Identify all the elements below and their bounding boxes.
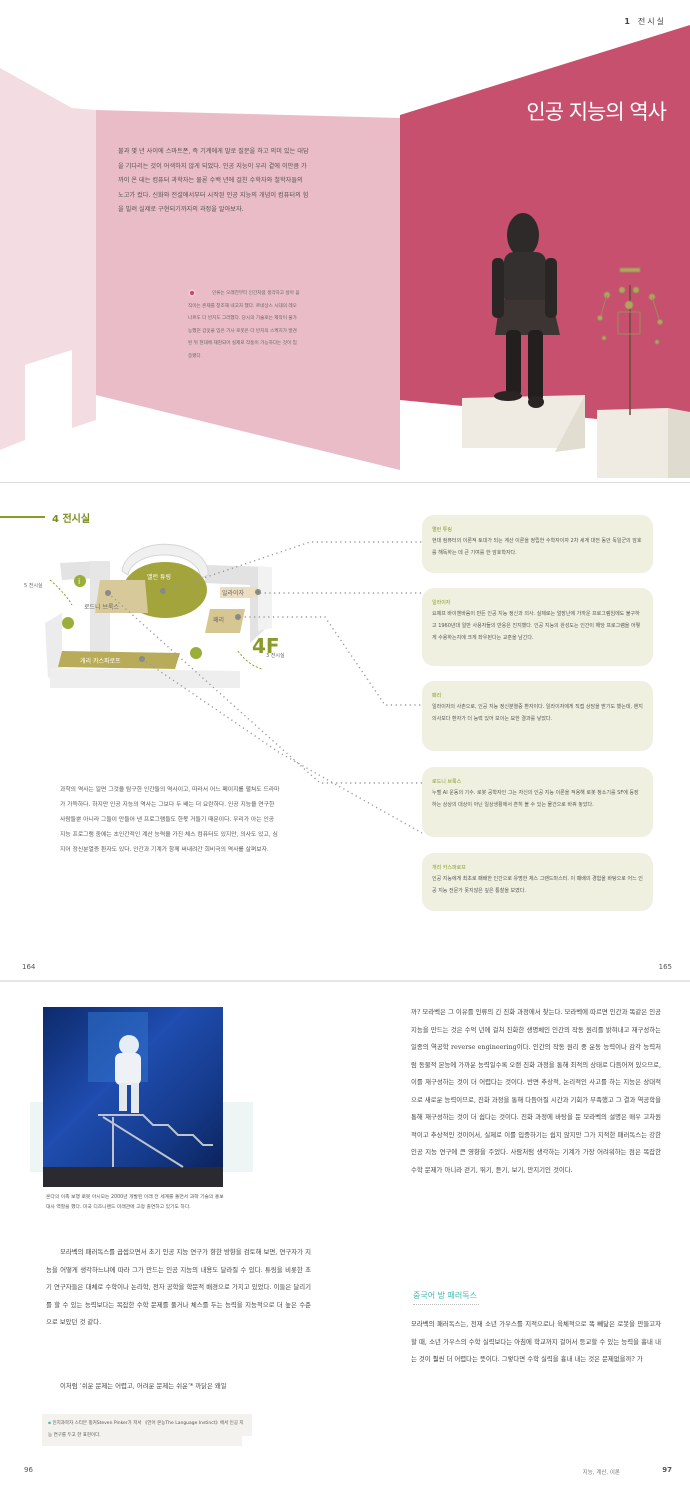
footnote-marker-icon: ▪ xyxy=(48,1421,53,1426)
bullet-circle-icon xyxy=(188,288,196,297)
svg-text:i: i xyxy=(78,577,80,586)
subheading: 중국어 방 패러독스 xyxy=(413,1291,477,1300)
image-caption: 인류는 오래전부터 인간처럼 생각하고 살아 움직이는 존재를 창조해 내고자 … xyxy=(188,288,300,363)
floor-map: i 앨런 튜링 일라이자 패리 로드니 브룩스 개리 카스파로프 5 전시실 3… xyxy=(24,541,423,834)
svg-text:로드니 브룩스: 로드니 브룩스 xyxy=(84,603,120,611)
page-number-left: 96 xyxy=(24,1466,33,1474)
info-card-kasparov: 개리 카스파로프 인공 지능에게 최초로 패배한 인간으로 유명한 체스 그랜드… xyxy=(422,853,653,911)
asimo-robot-photo xyxy=(43,1007,223,1187)
left-paragraph-1: 모라벡의 패러독스를 곱씹으면서 초기 인공 지능 연구가 향한 방향을 검토해… xyxy=(46,1248,311,1326)
page-number-right: 165 xyxy=(658,963,672,971)
page-fold-decoration xyxy=(242,1436,252,1446)
subheading-underline xyxy=(413,1304,479,1305)
svg-text:개리 카스파로프: 개리 카스파로프 xyxy=(80,657,121,665)
info-card-parry: 패리 일라이자의 사촌으로, 인공 지능 정신분열증 환자이다. 일라이자에게 … xyxy=(422,681,653,751)
restaurant-icon xyxy=(62,617,74,629)
svg-text:일라이자: 일라이자 xyxy=(222,589,245,597)
right-paragraph-1: 까? 모라벡은 그 이유를 인류의 긴 진화 과정에서 찾는다. 모라벡에 따르… xyxy=(411,1008,661,1174)
davinci-robot-image xyxy=(597,267,663,415)
spread-2-exhibition-4: 4 전시실 i 앨런 튜링 일라이자 패리 로드니 브룩스 xyxy=(0,482,690,980)
spread-3-moravec-paradox: 혼다의 이족 보행 로봇 아시모는 2000년 개발된 이래 전 세계를 돌면서… xyxy=(0,980,690,1496)
right-paragraph-2: 모라벡의 패러독스는, 천재 소년 가우스를 지적으로나 육체적으로 똑 빼닮은… xyxy=(411,1320,661,1363)
exhibition-room-illustration xyxy=(0,25,690,478)
svg-text:패리: 패리 xyxy=(213,616,224,624)
footnote: ▪ 인지과학자 스티븐 핑커Steven Pinker가 저서 《언어 본능Th… xyxy=(42,1414,252,1446)
section-title: 4 전시실 xyxy=(52,514,91,525)
info-icon xyxy=(74,575,86,587)
cafe-icon xyxy=(190,647,202,659)
info-card-rodney-brooks: 로드니 브룩스 누벨 AI 운동의 기수. 로봇 공학자인 그는 자신의 인공 … xyxy=(422,767,653,837)
info-card-eliza: 일라이자 요제프 바이첸바움이 만든 인공 지능 정신과 의사. 실제로는 얼장… xyxy=(422,588,653,666)
svg-text:3 전시실: 3 전시실 xyxy=(266,652,285,659)
svg-text:앨런 튜링: 앨런 튜링 xyxy=(147,573,171,581)
photo-caption: 혼다의 이족 보행 로봇 아시모는 2000년 개발된 이래 전 세계를 돌면서… xyxy=(46,1195,224,1210)
body-text: 과학의 역사는 일면 그것을 탐구한 인간들의 역사이고, 따라서 어느 페이지… xyxy=(60,787,280,853)
page-number-left: 164 xyxy=(22,963,36,971)
left-paragraph-2: 이처럼 ‘쉬운 문제는 어렵고, 어려운 문제는 쉬운’* 까닭은 왜일 xyxy=(60,1382,227,1390)
section-rule xyxy=(0,516,45,518)
armor-knight-image xyxy=(492,213,560,408)
page-number-right: 97 xyxy=(662,1466,672,1474)
footer-label: 지능, 계산, 이론 xyxy=(582,1470,620,1476)
info-card-turing: 앨런 튜링 현대 컴퓨터의 이론적 토대가 되는 계산 이론을 정립한 수학자이… xyxy=(422,515,653,573)
svg-text:5 전시실: 5 전시실 xyxy=(24,582,43,589)
page-title: 인공 지능의 역사 xyxy=(526,100,667,124)
intro-text: 불과 몇 년 사이에 스마트폰, 즉 기계에게 말로 질문을 하고 의미 있는 … xyxy=(118,148,309,213)
svg-text:4F: 4F xyxy=(252,634,280,658)
